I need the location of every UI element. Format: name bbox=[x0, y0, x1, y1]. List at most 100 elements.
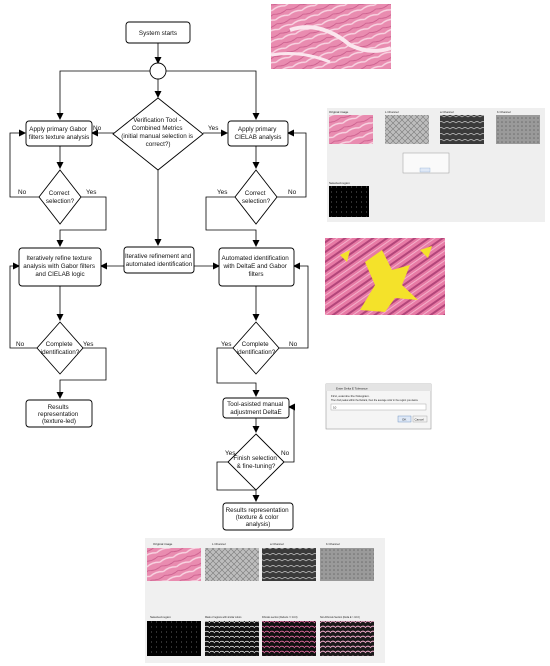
ch-bot-b-image bbox=[320, 548, 374, 581]
tissue-image-fibrosis bbox=[325, 238, 445, 315]
node-gabor-apply-text: Apply primary Gabor filters texture anal… bbox=[29, 126, 90, 141]
node-verification-text: Verification Tool - Combined Metrics (in… bbox=[121, 117, 195, 148]
label-no-finish: No bbox=[281, 450, 290, 457]
channels-panel-bottom: Original image L Channel a Channel b Cha… bbox=[145, 538, 385, 663]
label-no-complete-left: No bbox=[16, 341, 25, 348]
node-correct-right: Correct selection? bbox=[234, 169, 278, 225]
edge-complete-right-no bbox=[278, 262, 309, 349]
label-yes-correct-left: Yes bbox=[86, 189, 96, 196]
node-cielab-apply-text: Apply primary CIELAB analysis bbox=[235, 126, 282, 141]
label-no-correct-right: No bbox=[288, 189, 297, 196]
delta-dialog-cancel-label: Cancel bbox=[415, 418, 425, 422]
ch-top-label-b: b Channel bbox=[497, 110, 511, 114]
node-complete-right-text: Complete identification? bbox=[237, 341, 276, 356]
ch-top-label-l: L Channel bbox=[385, 110, 399, 114]
node-system-starts-text: System starts bbox=[139, 30, 177, 37]
node-results-left: Results representation (texture-led) bbox=[25, 399, 93, 428]
ch-top-dialog bbox=[402, 152, 450, 174]
ch-bot-original-image bbox=[147, 548, 201, 581]
ch-bot-label-b: b Channel bbox=[326, 542, 340, 546]
edges bbox=[9, 43, 309, 502]
ch-bot-a-image bbox=[262, 548, 316, 581]
node-verification: Verification Tool - Combined Metrics (in… bbox=[112, 97, 204, 171]
edge-complete-right-yes bbox=[216, 347, 260, 397]
edge-correct-left-yes bbox=[56, 196, 107, 247]
ch-bot-label-a: a Channel bbox=[270, 542, 284, 546]
ch-top-selected-image bbox=[329, 186, 369, 217]
node-iterative-center: Iterative refinement and automated ident… bbox=[123, 246, 195, 274]
ch-top-original-image bbox=[329, 115, 373, 144]
node-complete-left-text: Complete identification? bbox=[41, 341, 80, 356]
edge-finish-no bbox=[283, 403, 295, 463]
merge-node bbox=[149, 62, 167, 80]
node-auto-right-text: Automated identification with DeltaE and… bbox=[222, 255, 291, 278]
edge-correct-right-no bbox=[277, 129, 307, 198]
ch-bot-l-image bbox=[205, 548, 259, 581]
node-tool-manual-text: Tool-asisted manual adjustment DeltaE bbox=[227, 401, 285, 416]
label-no-complete-right: No bbox=[289, 341, 298, 348]
node-complete-right: Complete identification? bbox=[232, 321, 280, 375]
node-results-final-text: Results representation (texture & color … bbox=[226, 507, 291, 528]
delta-dialog-title: Enter Delta E Tolerance bbox=[336, 387, 368, 391]
ch-bot-label-nonfibrosis: Non-Fibrosis Section (Delta E > 10.0) bbox=[320, 616, 360, 619]
node-system-starts: System starts bbox=[125, 21, 191, 44]
node-finish-text: Finish selection & fine-tuning? bbox=[233, 455, 278, 470]
node-finish: Finish selection & fine-tuning? bbox=[227, 433, 285, 491]
edge-labels: No Yes No Yes Yes No No Yes Yes No Yes N… bbox=[16, 125, 298, 457]
label-no-verification: No bbox=[93, 125, 102, 132]
ch-bot-label-l: L Channel bbox=[212, 542, 226, 546]
delta-dialog-ok-button[interactable] bbox=[397, 415, 412, 423]
edge-merge-gabor bbox=[56, 70, 150, 120]
ch-bot-nonfibrosis-image bbox=[320, 621, 374, 656]
channels-panel-top: Original image L Channel a Channel b Cha… bbox=[327, 108, 545, 222]
delta-dialog-line-2: Then find peaks within the Delta E, then… bbox=[331, 399, 419, 402]
node-correct-left-text: Correct selection? bbox=[46, 190, 75, 205]
ch-top-label-a: a Channel bbox=[440, 110, 454, 114]
label-yes-verification: Yes bbox=[208, 125, 218, 132]
label-yes-complete-right: Yes bbox=[221, 341, 231, 348]
ch-top-label-original: Original image bbox=[329, 110, 349, 114]
node-correct-left: Correct selection? bbox=[38, 169, 82, 225]
tissue-image-top bbox=[270, 4, 392, 69]
node-cielab-apply: Apply primary CIELAB analysis bbox=[227, 120, 289, 147]
ch-bot-label-selected: Selected region bbox=[150, 615, 171, 619]
node-auto-right: Automated identification with DeltaE and… bbox=[218, 247, 295, 287]
edge-complete-left-yes bbox=[56, 347, 107, 399]
edge-correct-right-yes bbox=[205, 196, 260, 247]
node-iterative-center-text: Iterative refinement and automated ident… bbox=[125, 253, 193, 268]
edge-merge-cielab bbox=[166, 70, 260, 120]
ch-bot-label-fibrosis: Fibrosis section (Delta E <= 10.0) bbox=[262, 616, 298, 619]
ch-bot-mask-image bbox=[205, 621, 259, 656]
delta-dialog-value: 10 bbox=[333, 406, 337, 410]
edge-finish-yes bbox=[216, 461, 260, 502]
ch-bot-fibrosis-image bbox=[262, 621, 316, 656]
ch-top-a-image bbox=[440, 115, 484, 144]
delta-dialog-cancel-button[interactable] bbox=[412, 415, 428, 423]
ch-top-b-image bbox=[496, 115, 540, 144]
node-gabor-apply: Apply primary Gabor filters texture anal… bbox=[25, 120, 93, 147]
edge-complete-left-no bbox=[9, 262, 38, 349]
node-refine-left: Iteratively refine texture analysis with… bbox=[18, 247, 102, 287]
label-yes-complete-left: Yes bbox=[83, 341, 93, 348]
ch-bot-label-original: Original image bbox=[153, 542, 173, 546]
ch-bot-label-mask: Mask of regions with similar colors bbox=[205, 616, 242, 619]
node-refine-left-text: Iteratively refine texture analysis with… bbox=[23, 255, 97, 278]
ch-top-dialog-ok[interactable] bbox=[419, 167, 431, 173]
delta-dialog-ok-label: OK bbox=[402, 418, 406, 422]
delta-e-dialog: Enter Delta E Tolerance First, examine t… bbox=[325, 383, 432, 430]
edge-correct-left-no bbox=[9, 129, 40, 198]
label-no-correct-left: No bbox=[18, 189, 27, 196]
label-yes-correct-right: Yes bbox=[217, 189, 227, 196]
ch-top-l-image bbox=[385, 115, 429, 144]
delta-dialog-input[interactable] bbox=[330, 403, 427, 411]
node-complete-left: Complete identification? bbox=[36, 321, 84, 375]
label-yes-finish: Yes bbox=[225, 450, 235, 457]
ch-top-selected-label: Selected region bbox=[329, 181, 350, 185]
node-results-final: Results representation (texture & color … bbox=[222, 502, 294, 531]
node-correct-right-text: Correct selection? bbox=[242, 190, 271, 205]
ch-bot-selected-image bbox=[147, 621, 201, 656]
node-tool-manual: Tool-asisted manual adjustment DeltaE bbox=[222, 397, 290, 419]
delta-dialog-line-1: First, examine the histogram. bbox=[331, 394, 370, 398]
